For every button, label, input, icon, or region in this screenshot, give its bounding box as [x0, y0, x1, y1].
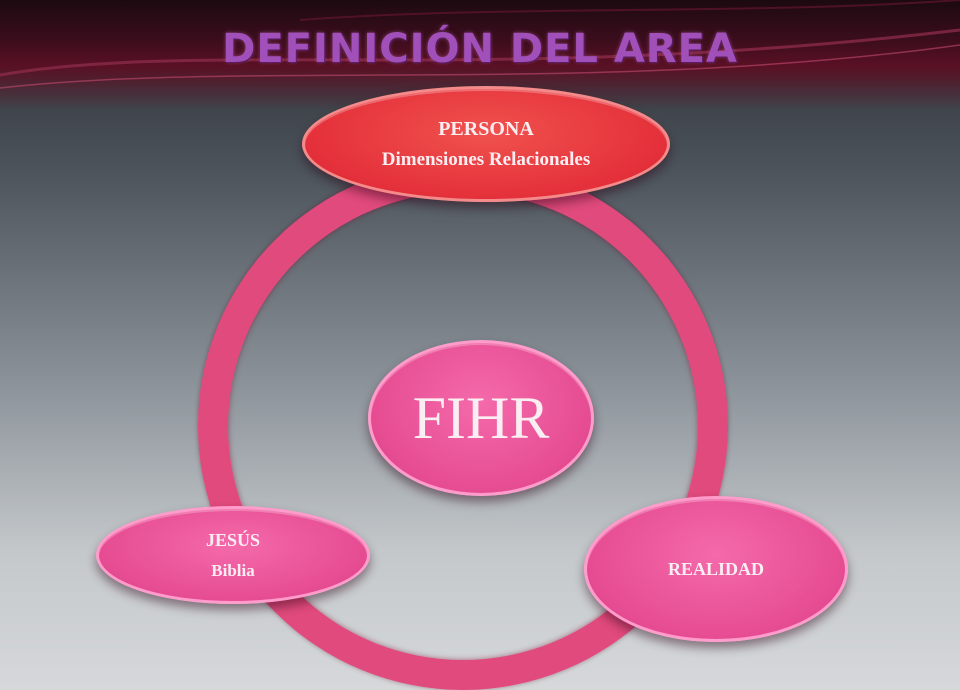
persona-node: PERSONA Dimensiones Relacionales: [302, 86, 670, 202]
fihr-node: FIHR: [368, 340, 594, 496]
persona-sublabel: Dimensiones Relacionales: [381, 148, 591, 170]
slide-title: DEFINICIÓN DEL AREA: [222, 26, 738, 72]
realidad-node: REALIDAD: [584, 496, 848, 642]
persona-label: PERSONA: [438, 117, 534, 140]
jesus-node: JESÚS Biblia: [96, 506, 370, 604]
realidad-label: REALIDAD: [667, 558, 764, 579]
fihr-label: FIHR: [412, 384, 550, 451]
header-swoosh: [0, 0, 960, 89]
jesus-sublabel: Biblia: [211, 560, 255, 580]
jesus-label: JESÚS: [205, 529, 261, 550]
